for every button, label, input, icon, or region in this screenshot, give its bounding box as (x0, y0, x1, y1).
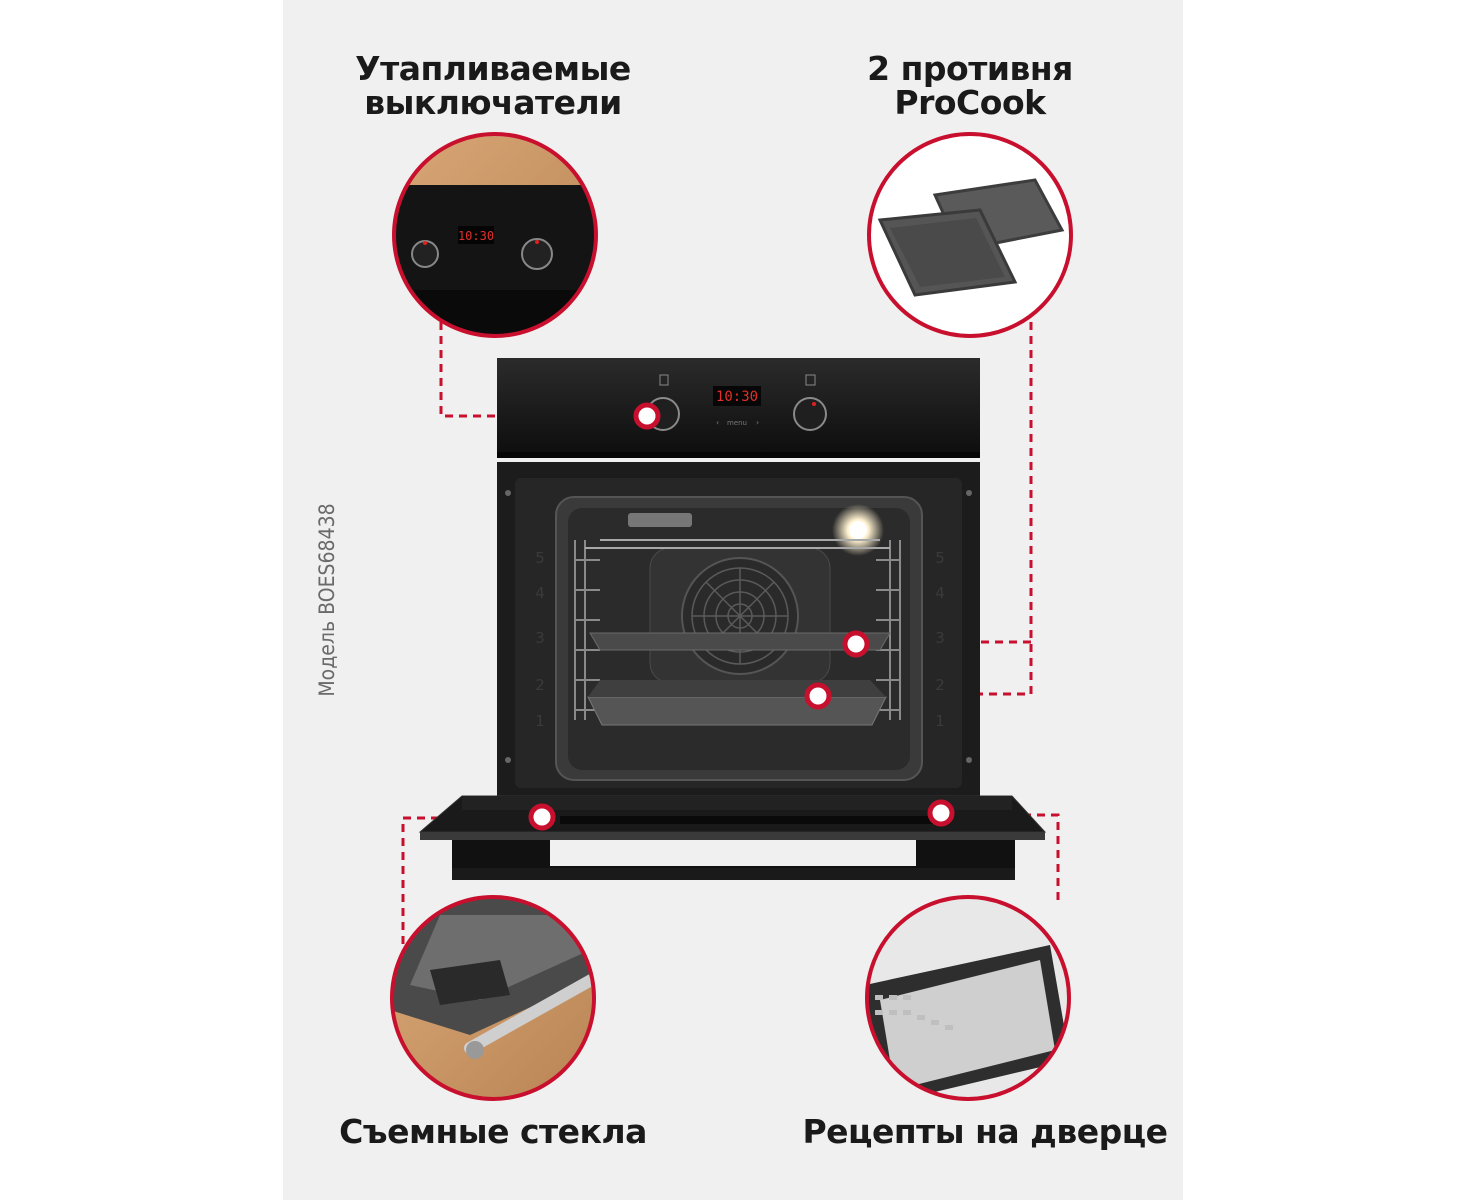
feature-label-line1: Утапливаемые (355, 49, 631, 88)
svg-text:›: › (756, 418, 759, 427)
feature-label-text: Рецепты на дверце (802, 1112, 1168, 1151)
mode-icon (805, 374, 816, 386)
hotspot-glass (528, 803, 556, 831)
hotspots (528, 402, 955, 831)
zoom-display-time: 10:30 (458, 229, 494, 243)
svg-text:‹: ‹ (716, 418, 719, 427)
shelf-number: 2 (935, 676, 945, 694)
shelf-number: 5 (535, 549, 545, 567)
feature-label-line2: ProCook (894, 83, 1046, 122)
feature-label-recipes-on-door: Рецепты на дверце (780, 1115, 1190, 1149)
hotspot-recipes (927, 799, 955, 827)
tray-lower (587, 696, 887, 726)
feature-label-line2: выключатели (364, 83, 622, 122)
oven: 10:30 menu ‹ › (418, 358, 1047, 880)
zoom-ring-recipes (865, 895, 1071, 1101)
zoom-circle-knobs: 10:30 (394, 134, 596, 336)
shelf-number: 3 (935, 629, 945, 647)
zoom-circle-glass (392, 897, 594, 1099)
hotspot-tray-lower (804, 682, 832, 710)
shelf-number: 1 (535, 712, 545, 730)
zoom-circle-trays (869, 134, 1071, 336)
feature-label-line1: 2 противня (867, 49, 1073, 88)
shelf-number: 2 (535, 676, 545, 694)
hotspot-knob (633, 402, 661, 430)
shelf-number: 4 (935, 584, 945, 602)
zoom-ring-glass (390, 895, 596, 1101)
thermometer-icon (659, 374, 669, 386)
feature-label-retractable-knobs: Утапливаемые выключатели (333, 52, 653, 120)
door-glass-front (420, 832, 1045, 840)
door-handle (550, 840, 916, 866)
zoom-ring-knobs (392, 132, 598, 338)
display-time: 10:30 (716, 389, 758, 405)
zoom-ring-trays (867, 132, 1073, 338)
knob-right (793, 397, 827, 431)
shelf-number: 3 (535, 629, 545, 647)
display-menu: menu (727, 419, 747, 427)
shelf-number: 1 (935, 712, 945, 730)
feature-label-removable-glass: Съемные стекла (293, 1115, 693, 1149)
tray-upper (589, 632, 891, 651)
hotspot-tray-upper (842, 630, 870, 658)
feature-label-text: Съемные стекла (339, 1112, 647, 1151)
zoom-circle-recipes (867, 897, 1069, 1099)
connector-recipes (942, 813, 1060, 900)
feature-label-trays: 2 противня ProCook (810, 52, 1130, 120)
shelf-number: 4 (535, 584, 545, 602)
shelf-number: 5 (935, 549, 945, 567)
